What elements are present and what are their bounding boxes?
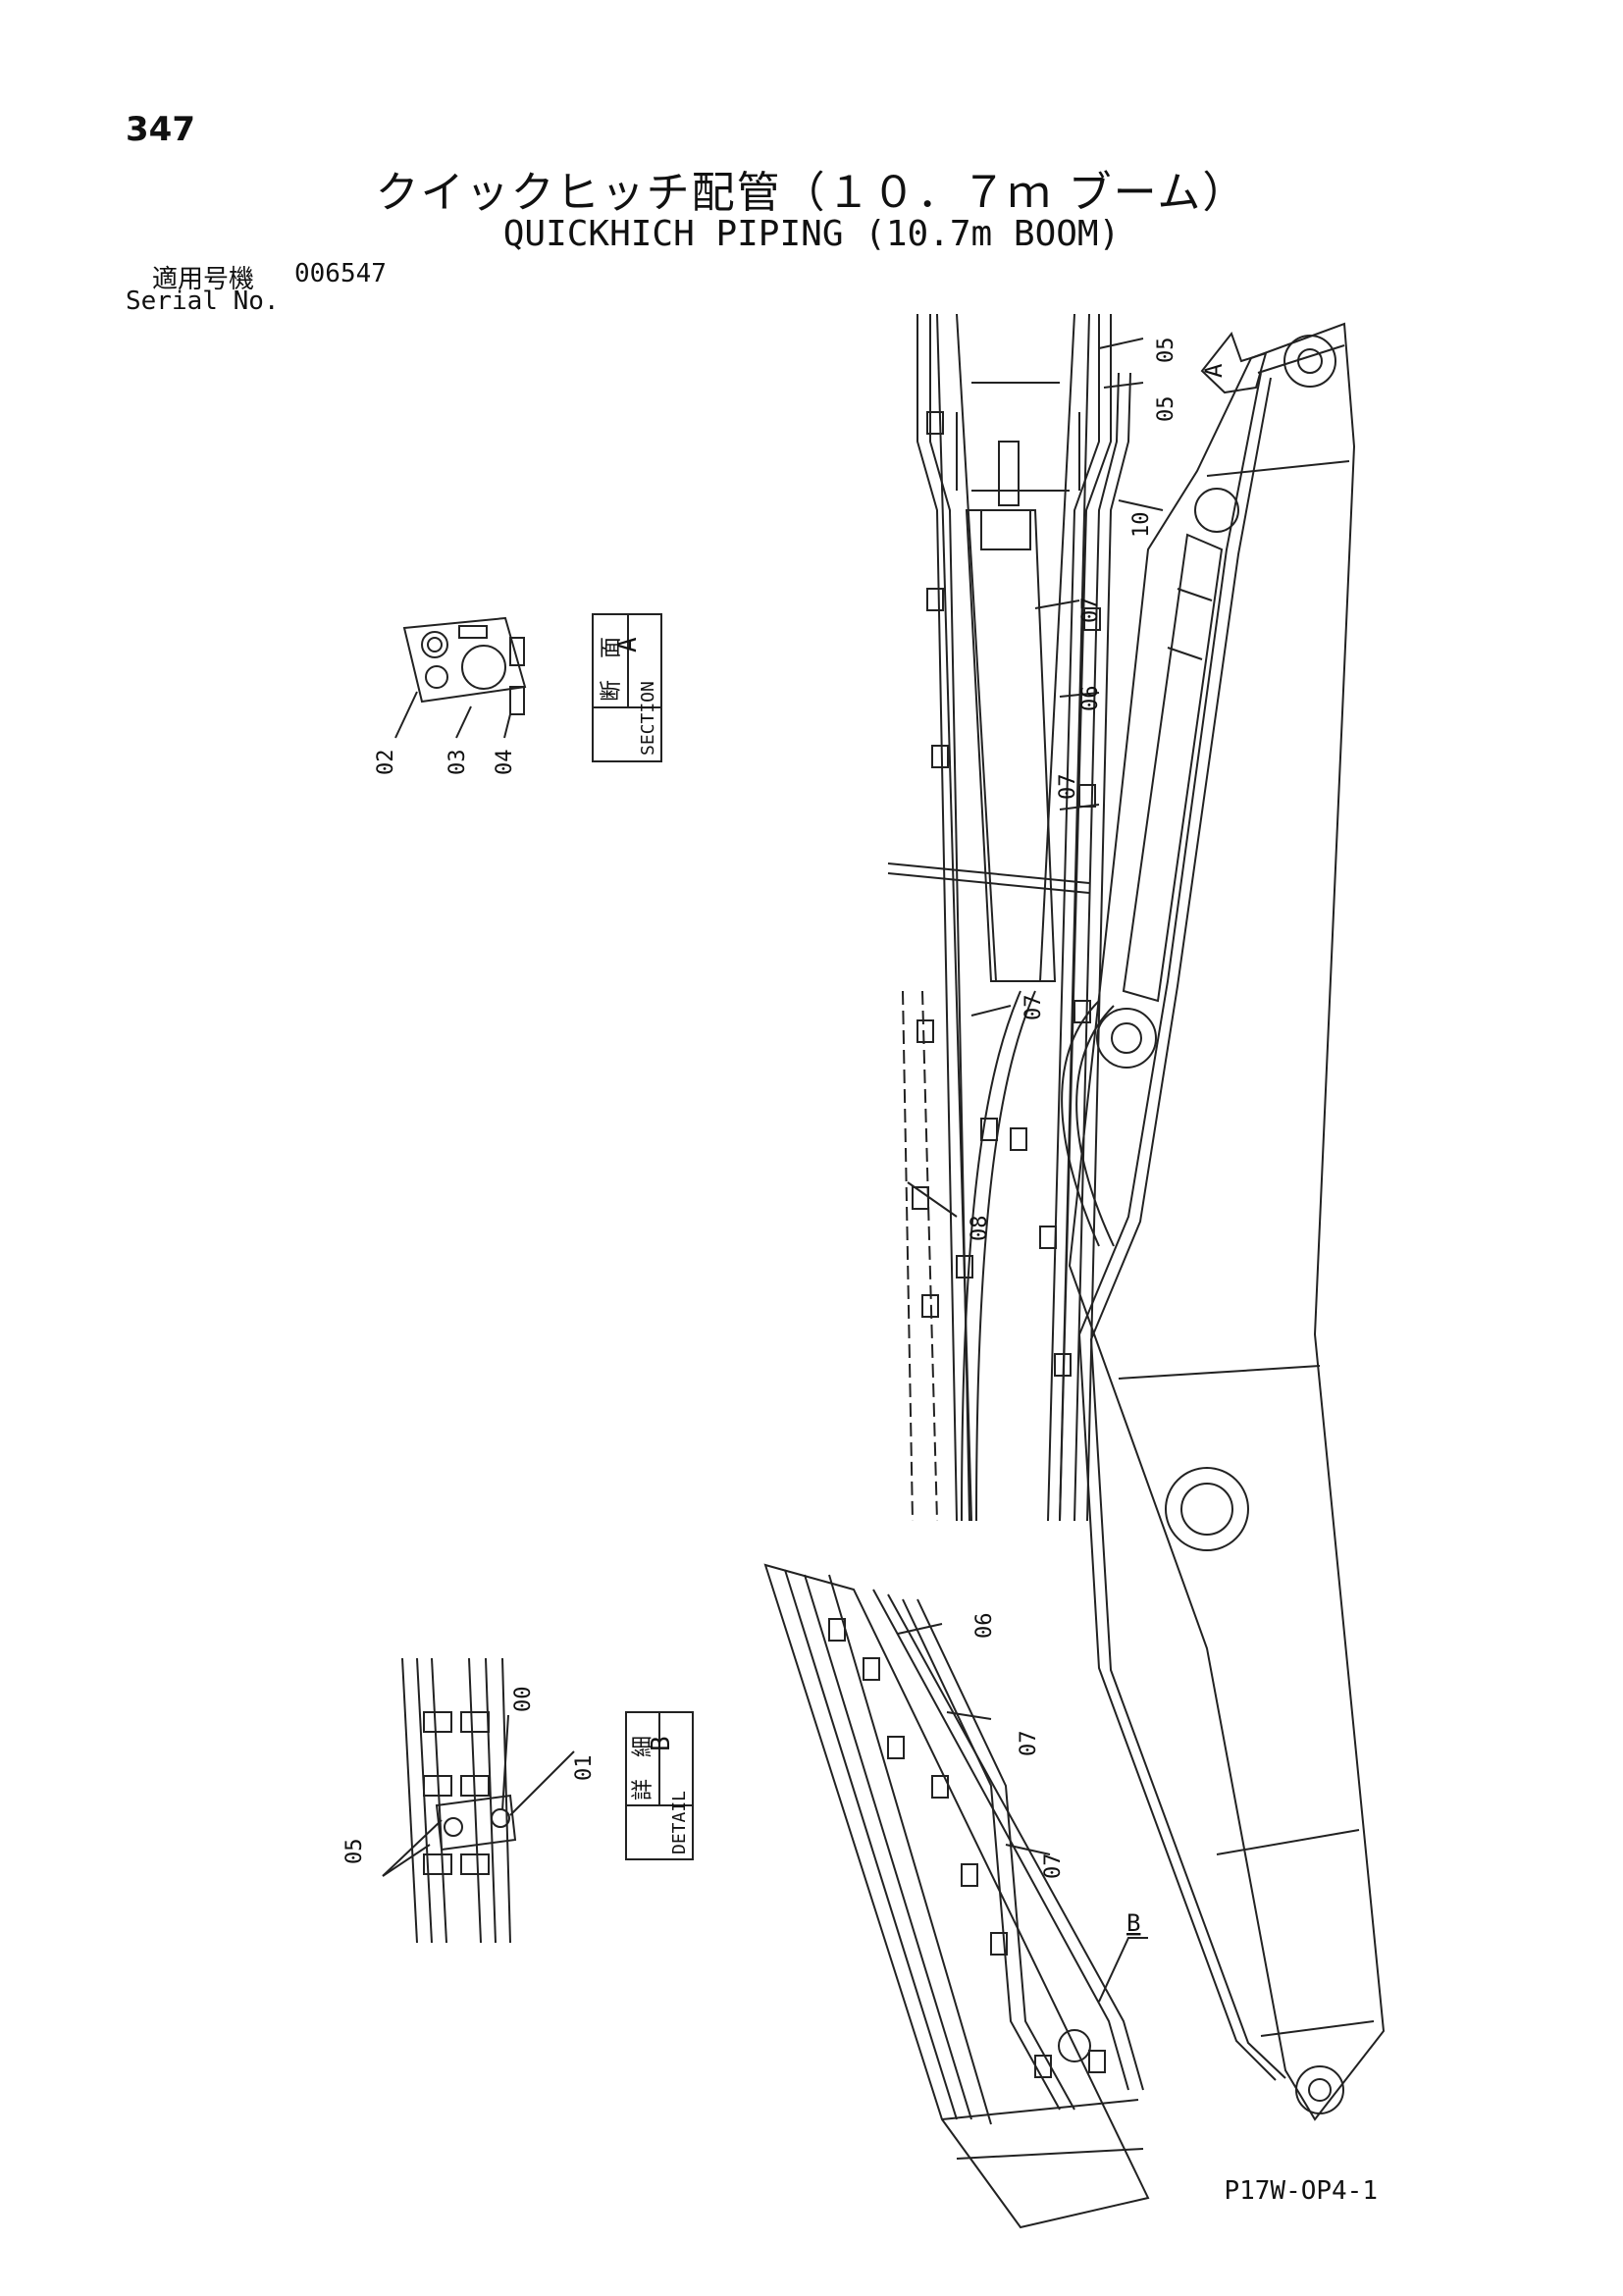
detail-b-reference: B <box>1126 1909 1140 1937</box>
detail-b-letter: B <box>647 1736 676 1751</box>
callout-07-c: 07 <box>1021 995 1046 1021</box>
leader-lines <box>897 331 1268 2003</box>
callout-07-a: 07 <box>1078 598 1103 624</box>
detail-b-callout-00: 00 <box>511 1687 536 1713</box>
page-number: 347 <box>126 110 195 149</box>
callout-07-b: 07 <box>1056 774 1080 801</box>
serial-number-value: 006547 <box>294 259 387 288</box>
detail-b-callout-05: 05 <box>342 1839 367 1865</box>
drawing-code: P17W-OP4-1 <box>1224 2176 1378 2206</box>
detail-b-label-ja: 詳 細 <box>631 1736 655 1800</box>
section-a-inset <box>394 613 662 762</box>
callout-08: 08 <box>968 1216 992 1242</box>
section-a-label-en: SECTION <box>638 681 658 756</box>
arm-upper-assembly <box>887 313 1131 1522</box>
section-a-letter: A <box>613 637 643 652</box>
callout-06-lower: 06 <box>972 1613 997 1640</box>
section-a-label-ja: 断 面 <box>600 637 624 702</box>
detail-b-labels: 詳 細 DETAIL B 05 00 01 <box>342 1687 690 1865</box>
section-a-callout-04: 04 <box>493 750 517 776</box>
callout-07-d: 07 <box>1017 1731 1041 1757</box>
arm-lower-assembly <box>763 1563 1150 2229</box>
page-title-english: QUICKHICH PIPING (10.7m BOOM) <box>502 214 1121 254</box>
detail-b-inset <box>382 1657 694 1944</box>
callout-10: 10 <box>1129 512 1154 539</box>
callout-05-upper: 05 <box>1154 338 1178 364</box>
section-a-callout-03: 03 <box>445 750 470 776</box>
detail-b-callout-01: 01 <box>572 1755 597 1782</box>
callout-07-e: 07 <box>1041 1853 1066 1880</box>
boom-outline <box>1061 322 1386 2121</box>
section-a-callout-02: 02 <box>374 750 398 776</box>
detail-b-label-en: DETAIL <box>669 1791 690 1854</box>
page-title-japanese: クイックヒッチ配管（１０．７ｍ ブーム） <box>375 168 1248 218</box>
section-a-labels: 断 面 SECTION A 02 03 04 <box>374 637 658 775</box>
callout-06-upper: 06 <box>1078 686 1103 712</box>
callout-05-lower: 05 <box>1154 396 1178 423</box>
serial-label-english: Serial No. <box>126 287 280 316</box>
main-callout-labels: 05 05 10 07 06 07 07 08 06 07 07 A B <box>968 338 1228 1938</box>
view-arrow-a-letter: A <box>1200 363 1228 378</box>
serial-label-japanese: 適用号機 <box>152 265 255 294</box>
